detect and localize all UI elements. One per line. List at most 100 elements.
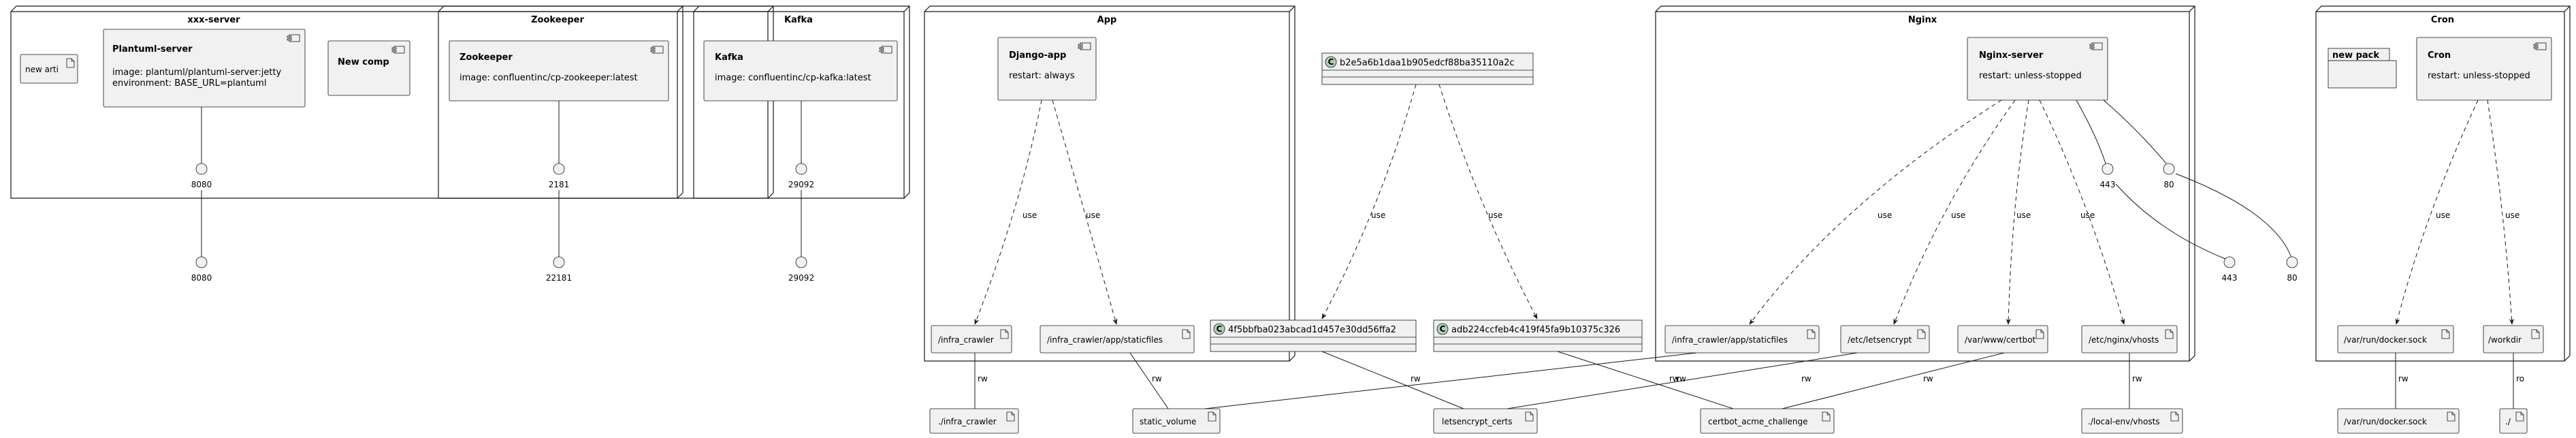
class-icon bbox=[1436, 323, 1449, 335]
class-right: C adb224ccfeb4c419f45fa9b10375c326 bbox=[1433, 319, 1643, 352]
artifact-label: new arti bbox=[25, 65, 59, 74]
artifact-nginx-vhosts: /etc/nginx/vhosts bbox=[2081, 325, 2178, 354]
class-icon-letter: C bbox=[1328, 57, 1334, 67]
edge-label: rw bbox=[1152, 374, 1162, 384]
class-icon-letter: C bbox=[1217, 324, 1223, 334]
component-cron: Cron restart: unless-stopped bbox=[2416, 37, 2552, 101]
node-title: Kafka bbox=[784, 15, 813, 25]
component-line: restart: unless-stopped bbox=[1979, 71, 2082, 81]
edge-label: rw bbox=[2398, 374, 2409, 384]
port-label: 29092 bbox=[788, 273, 814, 283]
rw-labels: rw rw rw rw rw rw rw rw rw ro bbox=[978, 374, 2524, 384]
edge-label: use bbox=[1086, 210, 1100, 220]
node-title: xxx-server bbox=[187, 15, 240, 25]
class-left: C 4f5bbfba023abcad1d457e30dd56ffa2 bbox=[1210, 319, 1417, 352]
artifact-label: ./infra_crawler bbox=[938, 417, 997, 426]
port-label: 2181 bbox=[549, 180, 570, 189]
artifact-nginx-certbot: /var/www/certbot bbox=[1957, 325, 2048, 354]
port-label: 443 bbox=[2100, 180, 2116, 189]
component-title: Kafka bbox=[715, 52, 743, 63]
artifact-host-infra-crawler: ./infra_crawler bbox=[929, 408, 1019, 434]
node-cron: Cron bbox=[2315, 5, 2571, 362]
artifact-label: letsencrypt_certs bbox=[1442, 417, 1513, 426]
artifact-label: ./local-env/vhosts bbox=[2088, 417, 2160, 426]
artifact-label: /var/run/docker.sock bbox=[2344, 417, 2427, 426]
node-kafka: Kafka bbox=[693, 5, 910, 199]
use-labels: use use use use use use use use use use bbox=[1023, 210, 2519, 220]
artifact-letsencrypt-certs: letsencrypt_certs bbox=[1433, 408, 1538, 434]
interface-nginx-ports: 443 80 443 80 bbox=[2076, 99, 2298, 283]
edge-label: use bbox=[1023, 210, 1037, 220]
artifact-label: static_volume bbox=[1140, 417, 1196, 426]
node-title: App bbox=[1097, 15, 1117, 25]
port-label: 80 bbox=[2163, 180, 2174, 189]
component-title: Zookeeper bbox=[460, 52, 513, 63]
artifact-label: /infra_crawler bbox=[938, 335, 994, 345]
component-line: environment: BASE_URL=plantuml bbox=[112, 78, 266, 89]
interface-kafka: 29092 29092 bbox=[788, 101, 814, 283]
edge-label: use bbox=[2080, 210, 2095, 220]
component-title: Nginx-server bbox=[1979, 50, 2044, 61]
component-title: Cron bbox=[2428, 50, 2451, 61]
component-new-comp: New comp bbox=[327, 40, 410, 96]
component-line: image: confluentinc/cp-kafka:latest bbox=[715, 73, 871, 83]
artifact-label: /var/run/docker.sock bbox=[2344, 335, 2427, 345]
component-kafka: Kafka image: confluentinc/cp-kafka:lates… bbox=[703, 40, 898, 101]
edge-label: rw bbox=[1923, 374, 1933, 384]
edge-label: use bbox=[1488, 210, 1502, 220]
node-title: Nginx bbox=[1908, 15, 1937, 25]
class-name: adb224ccfeb4c419f45fa9b10375c326 bbox=[1451, 325, 1620, 335]
artifact-certbot-acme-challenge: certbot_acme_challenge bbox=[1700, 408, 1835, 434]
artifact-label: /etc/letsencrypt bbox=[1848, 335, 1912, 345]
artifact-label: /etc/nginx/vhosts bbox=[2089, 335, 2159, 345]
edge-label: use bbox=[1878, 210, 1892, 220]
artifact-label: /infra_crawler/app/staticfiles bbox=[1047, 335, 1163, 345]
artifact-label: ./ bbox=[2505, 417, 2511, 426]
edge-label: rw bbox=[2132, 374, 2142, 384]
artifact-label: certbot_acme_challenge bbox=[1708, 417, 1808, 426]
edge-label: use bbox=[1951, 210, 1965, 220]
artifact-local-vhosts: ./local-env/vhosts bbox=[2081, 408, 2183, 434]
node-title: Cron bbox=[2431, 15, 2454, 25]
component-django-app: Django-app restart: always bbox=[997, 37, 1097, 101]
artifact-static-volume: static_volume bbox=[1132, 408, 1221, 434]
component-line: restart: unless-stopped bbox=[2428, 71, 2530, 81]
port-label: 8080 bbox=[191, 180, 212, 189]
component-zookeeper: Zookeeper image: confluentinc/cp-zookeep… bbox=[449, 40, 669, 101]
component-plantuml-server: Plantuml-server image: plantuml/plantuml… bbox=[103, 29, 306, 108]
port-label: 443 bbox=[2222, 273, 2238, 283]
class-name: b2e5a6b1daa1b905edcf88ba35110a2c bbox=[1340, 58, 1515, 68]
artifact-label: /var/www/certbot bbox=[1965, 335, 2036, 345]
component-line: image: plantuml/plantuml-server:jetty bbox=[112, 67, 282, 78]
edge-label: rw bbox=[1669, 374, 1679, 384]
edge-label: use bbox=[1371, 210, 1385, 220]
interface-plantuml: 8080 8080 bbox=[191, 107, 212, 283]
class-icon bbox=[1213, 323, 1225, 335]
node-app: App bbox=[924, 5, 1295, 362]
component-line: restart: always bbox=[1009, 71, 1075, 81]
class-name: 4f5bbfba023abcad1d457e30dd56ffa2 bbox=[1228, 325, 1396, 335]
artifact-cron-workdir: /workdir bbox=[2483, 325, 2544, 354]
port-label: 22181 bbox=[546, 273, 572, 283]
component-title: New comp bbox=[338, 57, 389, 67]
package-title: new pack bbox=[2332, 50, 2379, 61]
port-label: 80 bbox=[2287, 273, 2297, 283]
node-nginx: Nginx bbox=[1655, 5, 2195, 362]
artifact-new-arti: new arti bbox=[20, 54, 78, 84]
component-line: image: confluentinc/cp-zookeeper:latest bbox=[460, 73, 638, 83]
edge-label: ro bbox=[2516, 374, 2524, 384]
artifact-nginx-staticfiles: /infra_crawler/app/staticfiles bbox=[1664, 325, 1820, 354]
node-title: Zookeeper bbox=[531, 15, 584, 25]
edge-label: rw bbox=[1676, 374, 1686, 384]
edge-label: rw bbox=[978, 374, 988, 384]
node-zookeeper: Zookeeper bbox=[438, 5, 683, 199]
artifact-host-docker-sock: /var/run/docker.sock bbox=[2337, 408, 2460, 434]
edge-label: use bbox=[2505, 210, 2519, 220]
rw-edges bbox=[974, 351, 2514, 409]
artifact-app-staticfiles: /infra_crawler/app/staticfiles bbox=[1040, 325, 1195, 354]
edge-label: use bbox=[2016, 210, 2031, 220]
edge-label: rw bbox=[1801, 374, 1812, 384]
package-new-pack: new pack bbox=[2328, 48, 2397, 89]
artifact-nginx-letsencrypt: /etc/letsencrypt bbox=[1840, 325, 1930, 354]
